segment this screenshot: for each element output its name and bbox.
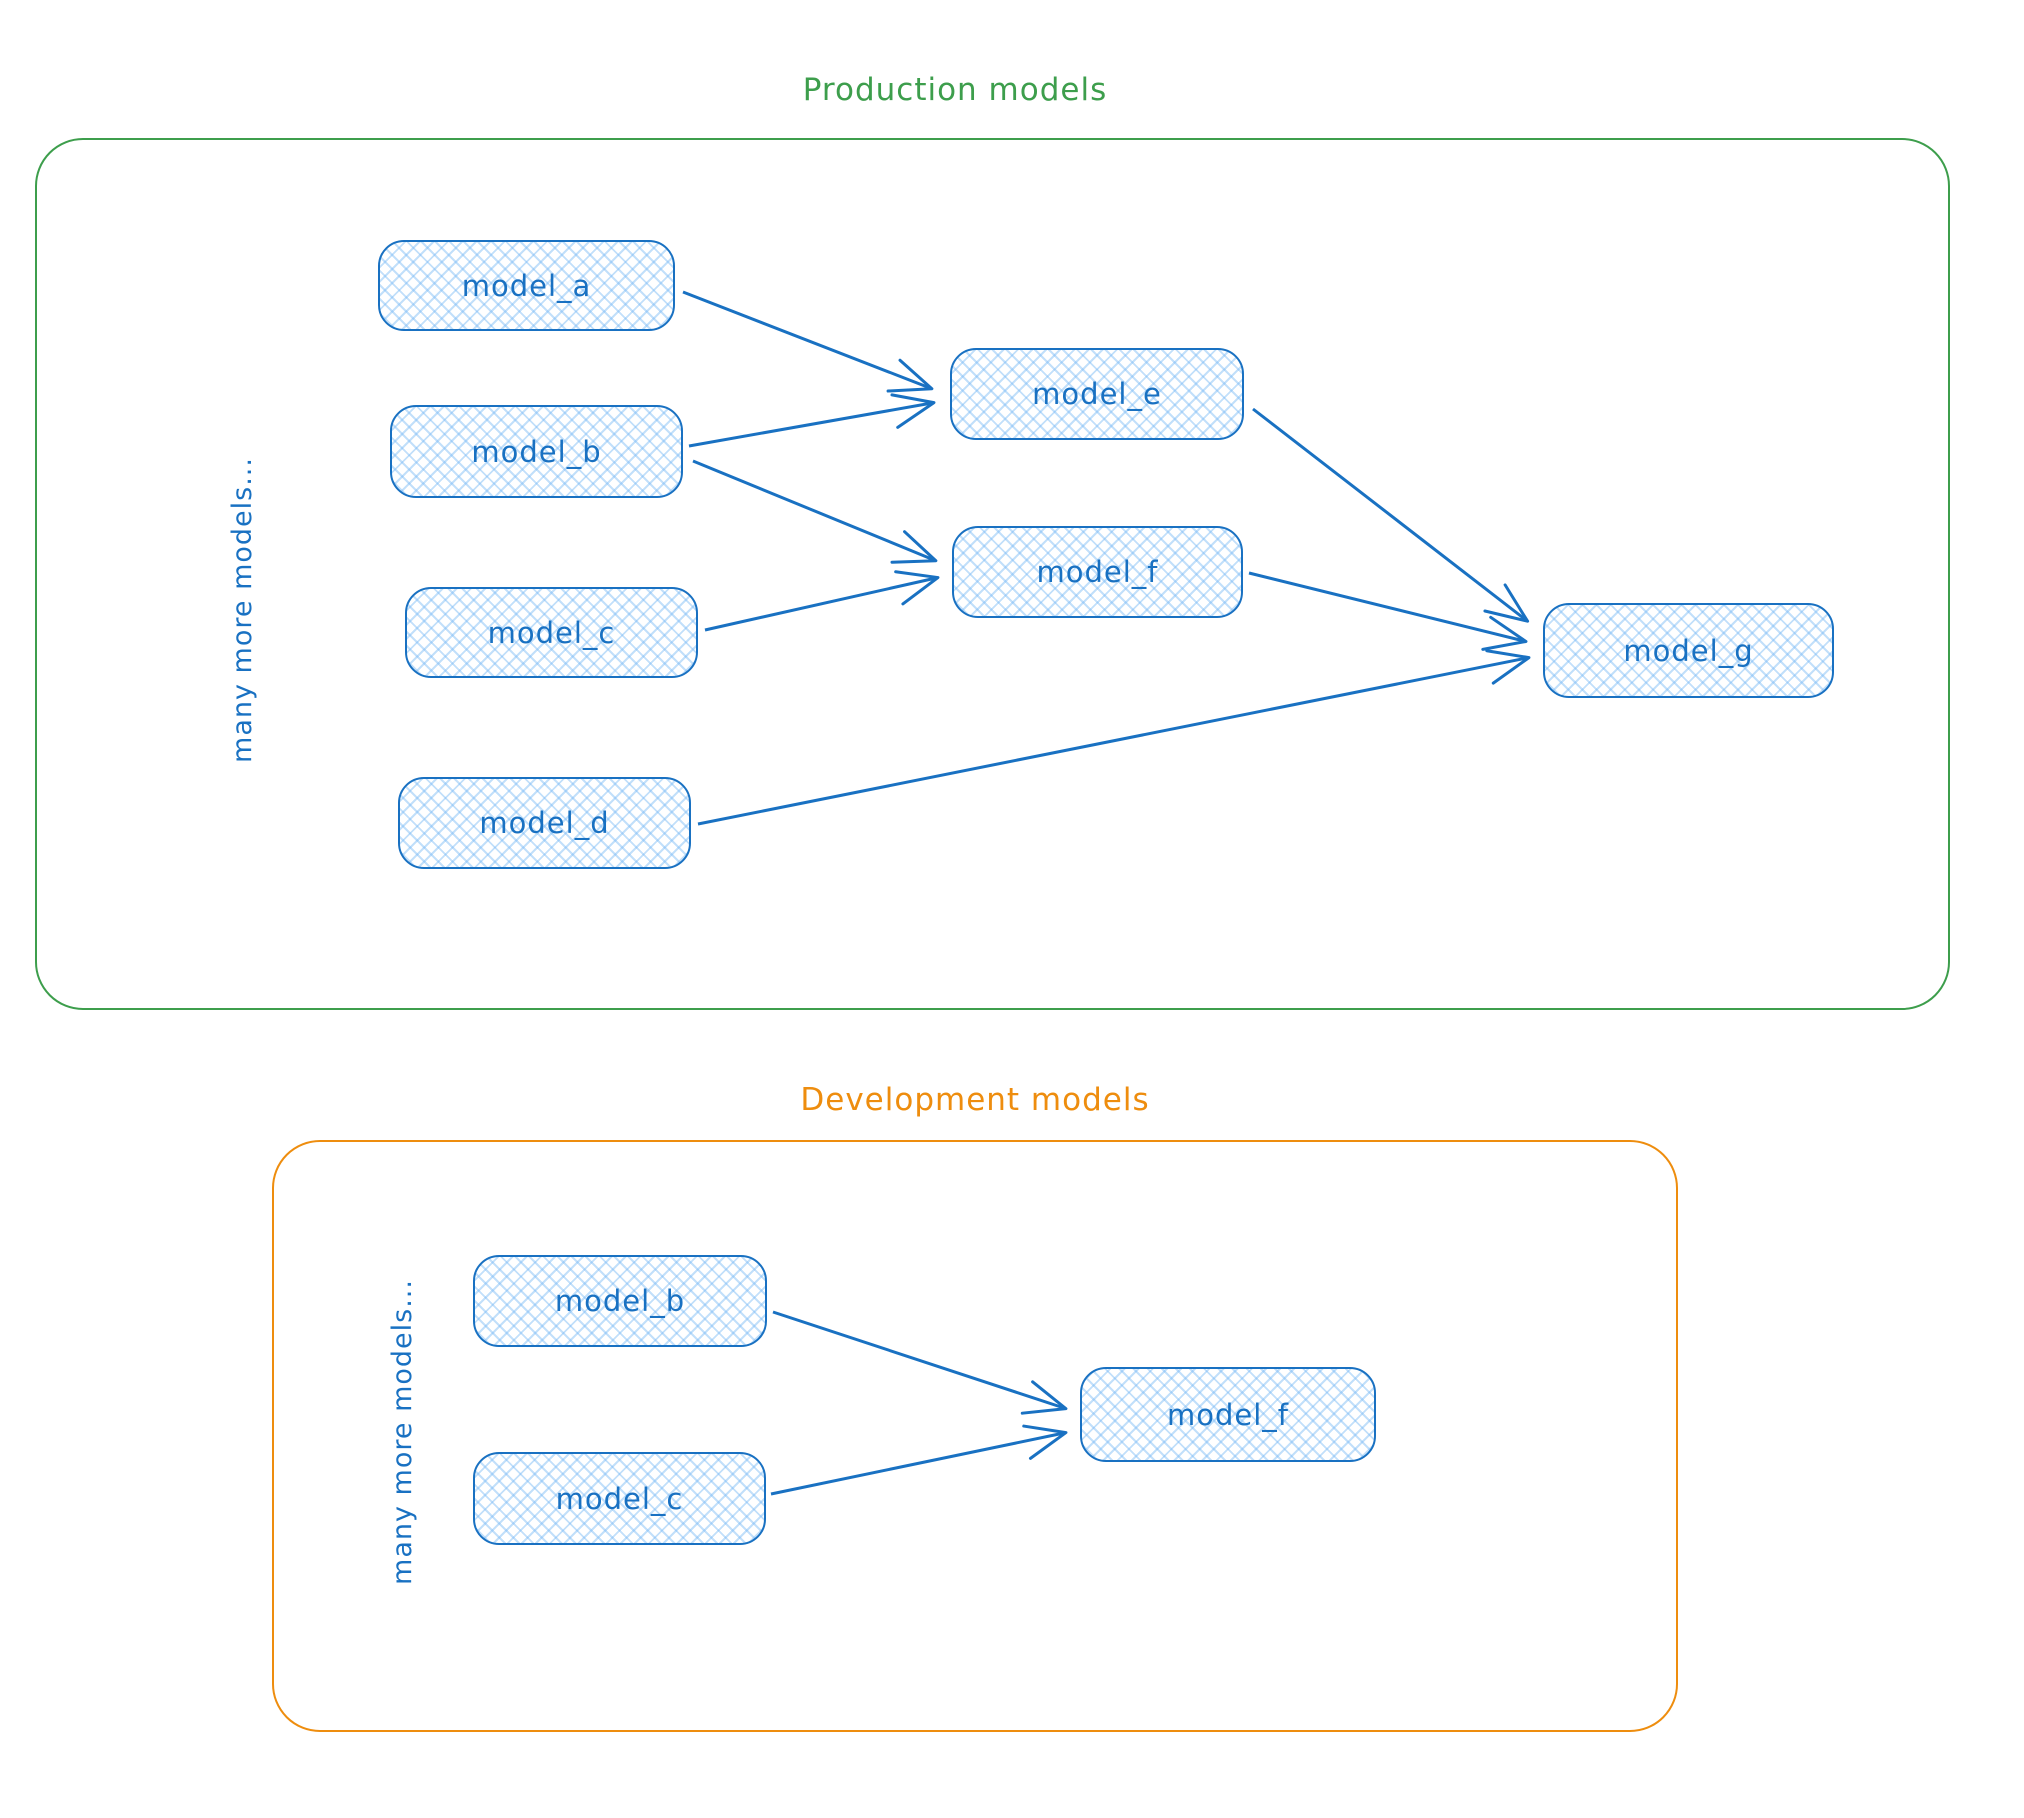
- development-side-label: many more models...: [386, 1279, 418, 1585]
- node-label: model_a: [461, 268, 592, 303]
- production-container: [35, 138, 1950, 1010]
- node-label: model_g: [1623, 633, 1754, 668]
- node-label: model_b: [554, 1284, 686, 1318]
- prod-node-model-a: model_a: [378, 240, 675, 331]
- dev-node-model-b: model_b: [473, 1255, 767, 1347]
- node-label: model_d: [479, 806, 610, 840]
- node-label: model_c: [555, 1481, 684, 1516]
- production-section-title: Production models: [802, 72, 1108, 108]
- node-label: model_f: [1036, 555, 1159, 589]
- production-side-label: many more models...: [226, 457, 258, 763]
- prod-node-model-f: model_f: [952, 526, 1243, 618]
- node-label: model_c: [487, 615, 616, 650]
- prod-node-model-d: model_d: [398, 777, 691, 869]
- prod-node-model-c: model_c: [405, 587, 698, 678]
- development-section-title: Development models: [800, 1082, 1150, 1118]
- dev-node-model-f: model_f: [1080, 1367, 1376, 1462]
- prod-node-model-g: model_g: [1543, 603, 1834, 698]
- prod-node-model-b: model_b: [390, 405, 683, 498]
- development-container: [272, 1140, 1678, 1732]
- node-label: model_b: [471, 434, 602, 469]
- node-label: model_e: [1032, 377, 1162, 411]
- node-label: model_f: [1166, 1397, 1289, 1432]
- dev-node-model-c: model_c: [473, 1452, 766, 1545]
- prod-node-model-e: model_e: [950, 348, 1244, 440]
